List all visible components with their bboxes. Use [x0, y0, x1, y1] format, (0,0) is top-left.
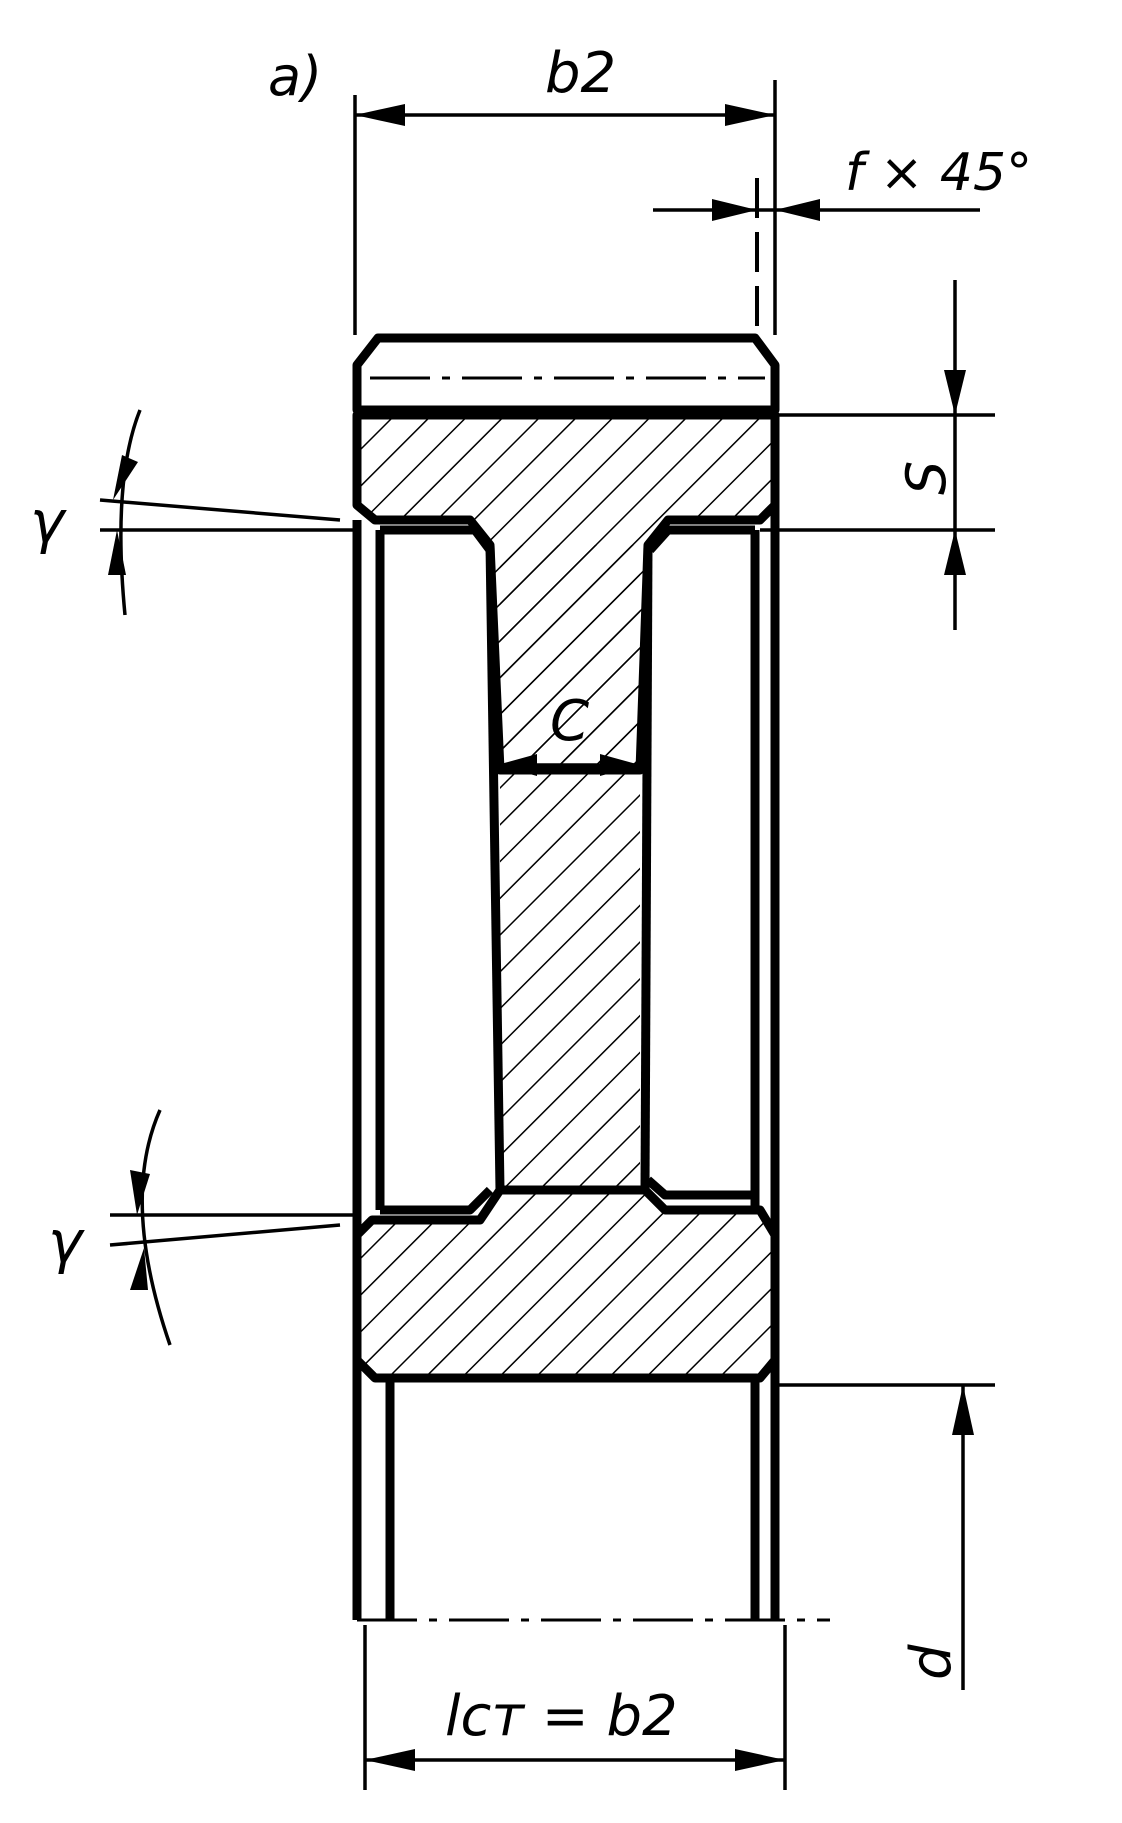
label-hub-length: lст = b2 — [445, 1684, 678, 1749]
dimension-gamma-top — [99, 409, 357, 616]
rim-outline — [352, 333, 780, 415]
label-gamma-top: γ — [30, 488, 67, 556]
dimension-hub-length — [363, 1625, 787, 1790]
label-b2-top: b2 — [545, 41, 616, 106]
right-wall — [645, 415, 780, 1620]
label-s: S — [895, 461, 958, 495]
dimension-b2-top — [353, 80, 777, 335]
dimension-chamfer — [653, 178, 980, 335]
web-section — [490, 545, 640, 1190]
panel-label: a) — [268, 45, 322, 108]
dimension-c — [497, 754, 640, 776]
dimension-s — [760, 280, 995, 630]
label-chamfer: f × 45° — [845, 143, 1032, 203]
dimension-gamma-bottom — [109, 1109, 357, 1346]
label-c: C — [550, 689, 589, 754]
hub-section-bottom — [352, 1185, 780, 1383]
label-d: d — [899, 1644, 964, 1680]
label-gamma-bottom: γ — [48, 1208, 85, 1276]
left-wall — [352, 520, 494, 1620]
dimension-d — [775, 1383, 995, 1690]
